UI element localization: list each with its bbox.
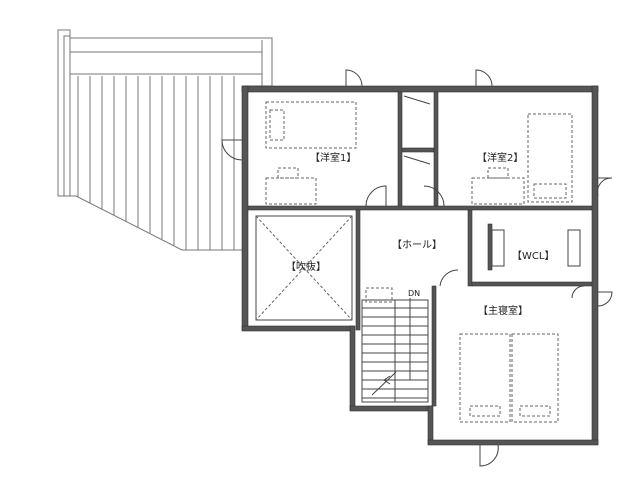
label-hall: 【ホール】 [392,239,442,251]
doors [221,69,613,467]
balcony-deck [57,29,273,251]
label-bedroom2: 【洋室2】 [477,151,523,164]
label-void: 【吹抜】 [286,260,326,273]
void-area [255,215,353,321]
label-bedroom1: 【洋室1】 [310,151,356,164]
exterior-walls [241,85,599,446]
furniture [265,101,581,423]
label-wcl: 【WCL】 [512,250,554,262]
staircase [361,298,429,403]
label-master-bedroom: 【主寝室】 [478,304,528,317]
label-stair-down: DN [408,289,420,298]
interior-walls [247,91,593,407]
